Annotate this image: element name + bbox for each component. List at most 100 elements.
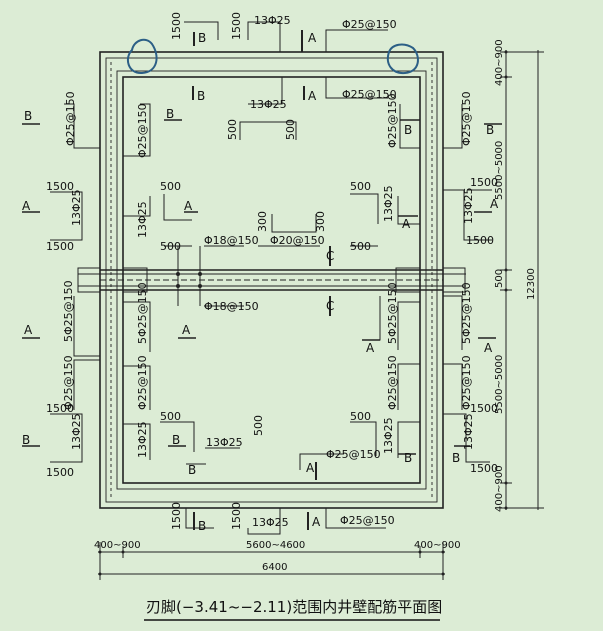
rebar-25-150-right-in: Φ25@150: [386, 93, 399, 148]
rebar-13-25-right-low: 13Φ25: [462, 413, 475, 450]
left-upper-labels: B Φ25@150 B Φ25@150 1500 A 13Φ25 1500 13…: [22, 91, 193, 253]
label-500-r1: 500: [350, 180, 371, 193]
label-300-r: 300: [314, 211, 327, 232]
section-B-bottom: B: [198, 519, 206, 533]
rebar-13-25-right: 13Φ25: [462, 187, 475, 224]
label-500-top-l: 500: [226, 119, 239, 140]
rebar-5-25-150-right-out: 5Φ25@150: [460, 282, 473, 344]
section-A-right-in: A: [402, 217, 411, 231]
dim-top-offset-left: 400~900: [94, 540, 141, 551]
dimension-lines: [98, 50, 544, 580]
section-A-top2: A: [308, 89, 317, 103]
section-A-right: A: [490, 197, 499, 211]
rebar-25-150-bottom-in: Φ25@150: [326, 448, 381, 461]
rebar-25-150-right-low: Φ25@150: [460, 355, 473, 410]
section-B-right-in: B: [404, 123, 412, 137]
label-1500-top-r: 1500: [230, 12, 243, 40]
section-B-left-low: B: [22, 433, 30, 447]
rebar-13-25-top: 13Φ25: [254, 14, 291, 27]
label-1500-r2: 1500: [466, 234, 494, 247]
rebar-13-25-bottom: 13Φ25: [252, 516, 289, 529]
label-500-r3: 500: [350, 410, 371, 423]
rebar-13-25-left-in: 13Φ25: [136, 201, 149, 238]
label-500-l-in: 500: [160, 180, 181, 193]
label-1500-l2: 1500: [46, 240, 74, 253]
rebar-13-25-left-low: 13Φ25: [70, 413, 83, 450]
rebar-25-150-top2: Φ25@150: [342, 88, 397, 101]
section-A-top: A: [308, 31, 317, 45]
dim-right-mid: 500: [494, 269, 505, 288]
dim-right-lower: 5500~5000: [494, 355, 505, 414]
rebar-25-150-left-low: Φ25@150: [62, 355, 75, 410]
section-A-left-low: A: [24, 323, 33, 337]
label-300-l: 300: [256, 211, 269, 232]
left-lower-labels: A 5Φ25@150 5Φ25@150 A Φ25@150 Φ25@150 15…: [22, 280, 265, 479]
section-B-right: B: [486, 123, 494, 137]
rebar-18-150-down: Φ18@150: [204, 300, 259, 313]
rebar-13-25-top2: 13Φ25: [250, 98, 287, 111]
label-1500-bot-l: 1500: [170, 502, 183, 530]
section-A-left-in: A: [184, 199, 193, 213]
section-A-right-low-in: A: [366, 341, 375, 355]
highlight-marks: [126, 38, 419, 75]
section-B-low-c: B: [188, 463, 196, 477]
section-B-left-up: B: [24, 109, 32, 123]
section-A-right-low: A: [484, 341, 493, 355]
rebar-25-150-right-low-in: Φ25@150: [386, 355, 399, 410]
band-stubs: [77, 267, 466, 293]
rebar-25-150-right-out: Φ25@150: [460, 91, 473, 146]
rebar-25-150-left-low-in: Φ25@150: [136, 355, 149, 410]
section-B-right-low: B: [452, 451, 460, 465]
caption-text: 刃脚(−3.41~−2.11)范围内井壁配筋平面图: [146, 598, 442, 616]
section-B-left-low-in: B: [172, 433, 180, 447]
section-C-down: C: [326, 299, 334, 313]
label-1500-l4: 1500: [46, 466, 74, 479]
dimension-labels: 400~900 5600~4600 400~900 6400 400~900 5…: [94, 39, 537, 573]
label-1500-r1: 1500: [470, 176, 498, 189]
section-A-bottom-in: A: [306, 461, 315, 475]
label-1500-top-l: 1500: [170, 12, 183, 40]
section-A-left-low-in: A: [182, 323, 191, 337]
section-B-top2: B: [197, 89, 205, 103]
center-labels: 300 300 Φ18@150 Φ20@150 C Φ18@150 C: [204, 211, 334, 313]
label-1500-r3: 1500: [470, 402, 498, 415]
dim-right-bottom: 400~900: [494, 465, 505, 512]
right-labels: B Φ25@150 Φ25@150 B 500 13Φ25 A 1500 A 1…: [306, 91, 499, 475]
rebar-13-25-right-in: 13Φ25: [382, 185, 395, 222]
rebar-20-150: Φ20@150: [270, 234, 325, 247]
rebar-13-25-left: 13Φ25: [70, 189, 83, 226]
rebar-25-150-left-in: Φ25@150: [136, 103, 149, 158]
rebar-18-150-up: Φ18@150: [204, 234, 259, 247]
rebar-13-25-bottom-in: 13Φ25: [206, 436, 243, 449]
label-500-l-low: 500: [160, 410, 181, 423]
rebar-25-150-top: Φ25@150: [342, 18, 397, 31]
section-A-bottom: A: [312, 515, 321, 529]
dim-total-width: 6400: [262, 562, 287, 573]
label-500-l-in2: 500: [160, 240, 181, 253]
dim-top-offset-right: 400~900: [414, 540, 461, 551]
label-500-r2: 500: [350, 240, 371, 253]
section-B-top: B: [198, 31, 206, 45]
highlight-circle-left: [126, 38, 158, 75]
label-1500-bot-r: 1500: [230, 502, 243, 530]
rebar-5-25-150-right-in: 5Φ25@150: [386, 282, 399, 344]
section-C-up: C: [326, 249, 334, 263]
rebar-25-150-bottom: Φ25@150: [340, 514, 395, 527]
rebar-lines: [78, 57, 466, 503]
dim-mid-span: 5600~4600: [246, 540, 305, 551]
rebar-5-25-150-left-in: 5Φ25@150: [136, 282, 149, 344]
caption: 刃脚(−3.41~−2.11)范围内井壁配筋平面图: [144, 598, 442, 621]
rebar-13-25-right-low-in: 13Φ25: [382, 417, 395, 454]
rebar-13-25-left-low-in: 13Φ25: [136, 421, 149, 458]
label-500-top-r: 500: [284, 119, 297, 140]
dim-right-top: 400~900: [494, 39, 505, 86]
top-labels: 1500 B 1500 13Φ25 A Φ25@150 B 13Φ25 A Φ2…: [170, 12, 397, 140]
label-1500-l3: 1500: [46, 402, 74, 415]
label-1500-l1: 1500: [46, 180, 74, 193]
dim-right-upper: 5500~5000: [494, 141, 505, 200]
callout-lines: [22, 21, 502, 535]
dim-total-height: 12300: [526, 268, 537, 300]
dimension-ticks: [98, 50, 508, 576]
section-A-left: A: [22, 199, 31, 213]
